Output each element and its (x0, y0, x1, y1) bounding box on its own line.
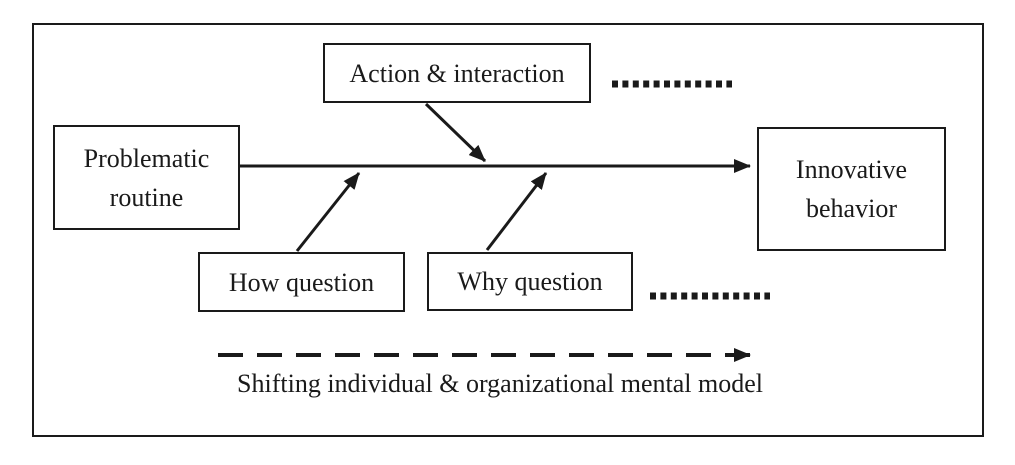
node-problematic-routine-label: Problematic routine (83, 143, 210, 212)
node-why-question: Why question (427, 252, 633, 311)
node-innovative-behavior-label: Innovative behavior (795, 155, 908, 223)
node-how-question-label: How question (228, 267, 375, 297)
node-action-interaction: Action & interaction (323, 43, 591, 103)
node-action-interaction-label: Action & interaction (349, 58, 565, 88)
mental-model-caption: Shifting individual & organizational men… (237, 369, 763, 398)
node-problematic-routine: Problematic routine (53, 125, 240, 230)
node-how-question: How question (198, 252, 405, 312)
node-why-question-label: Why question (457, 267, 603, 296)
node-innovative-behavior: Innovative behavior (757, 127, 946, 251)
